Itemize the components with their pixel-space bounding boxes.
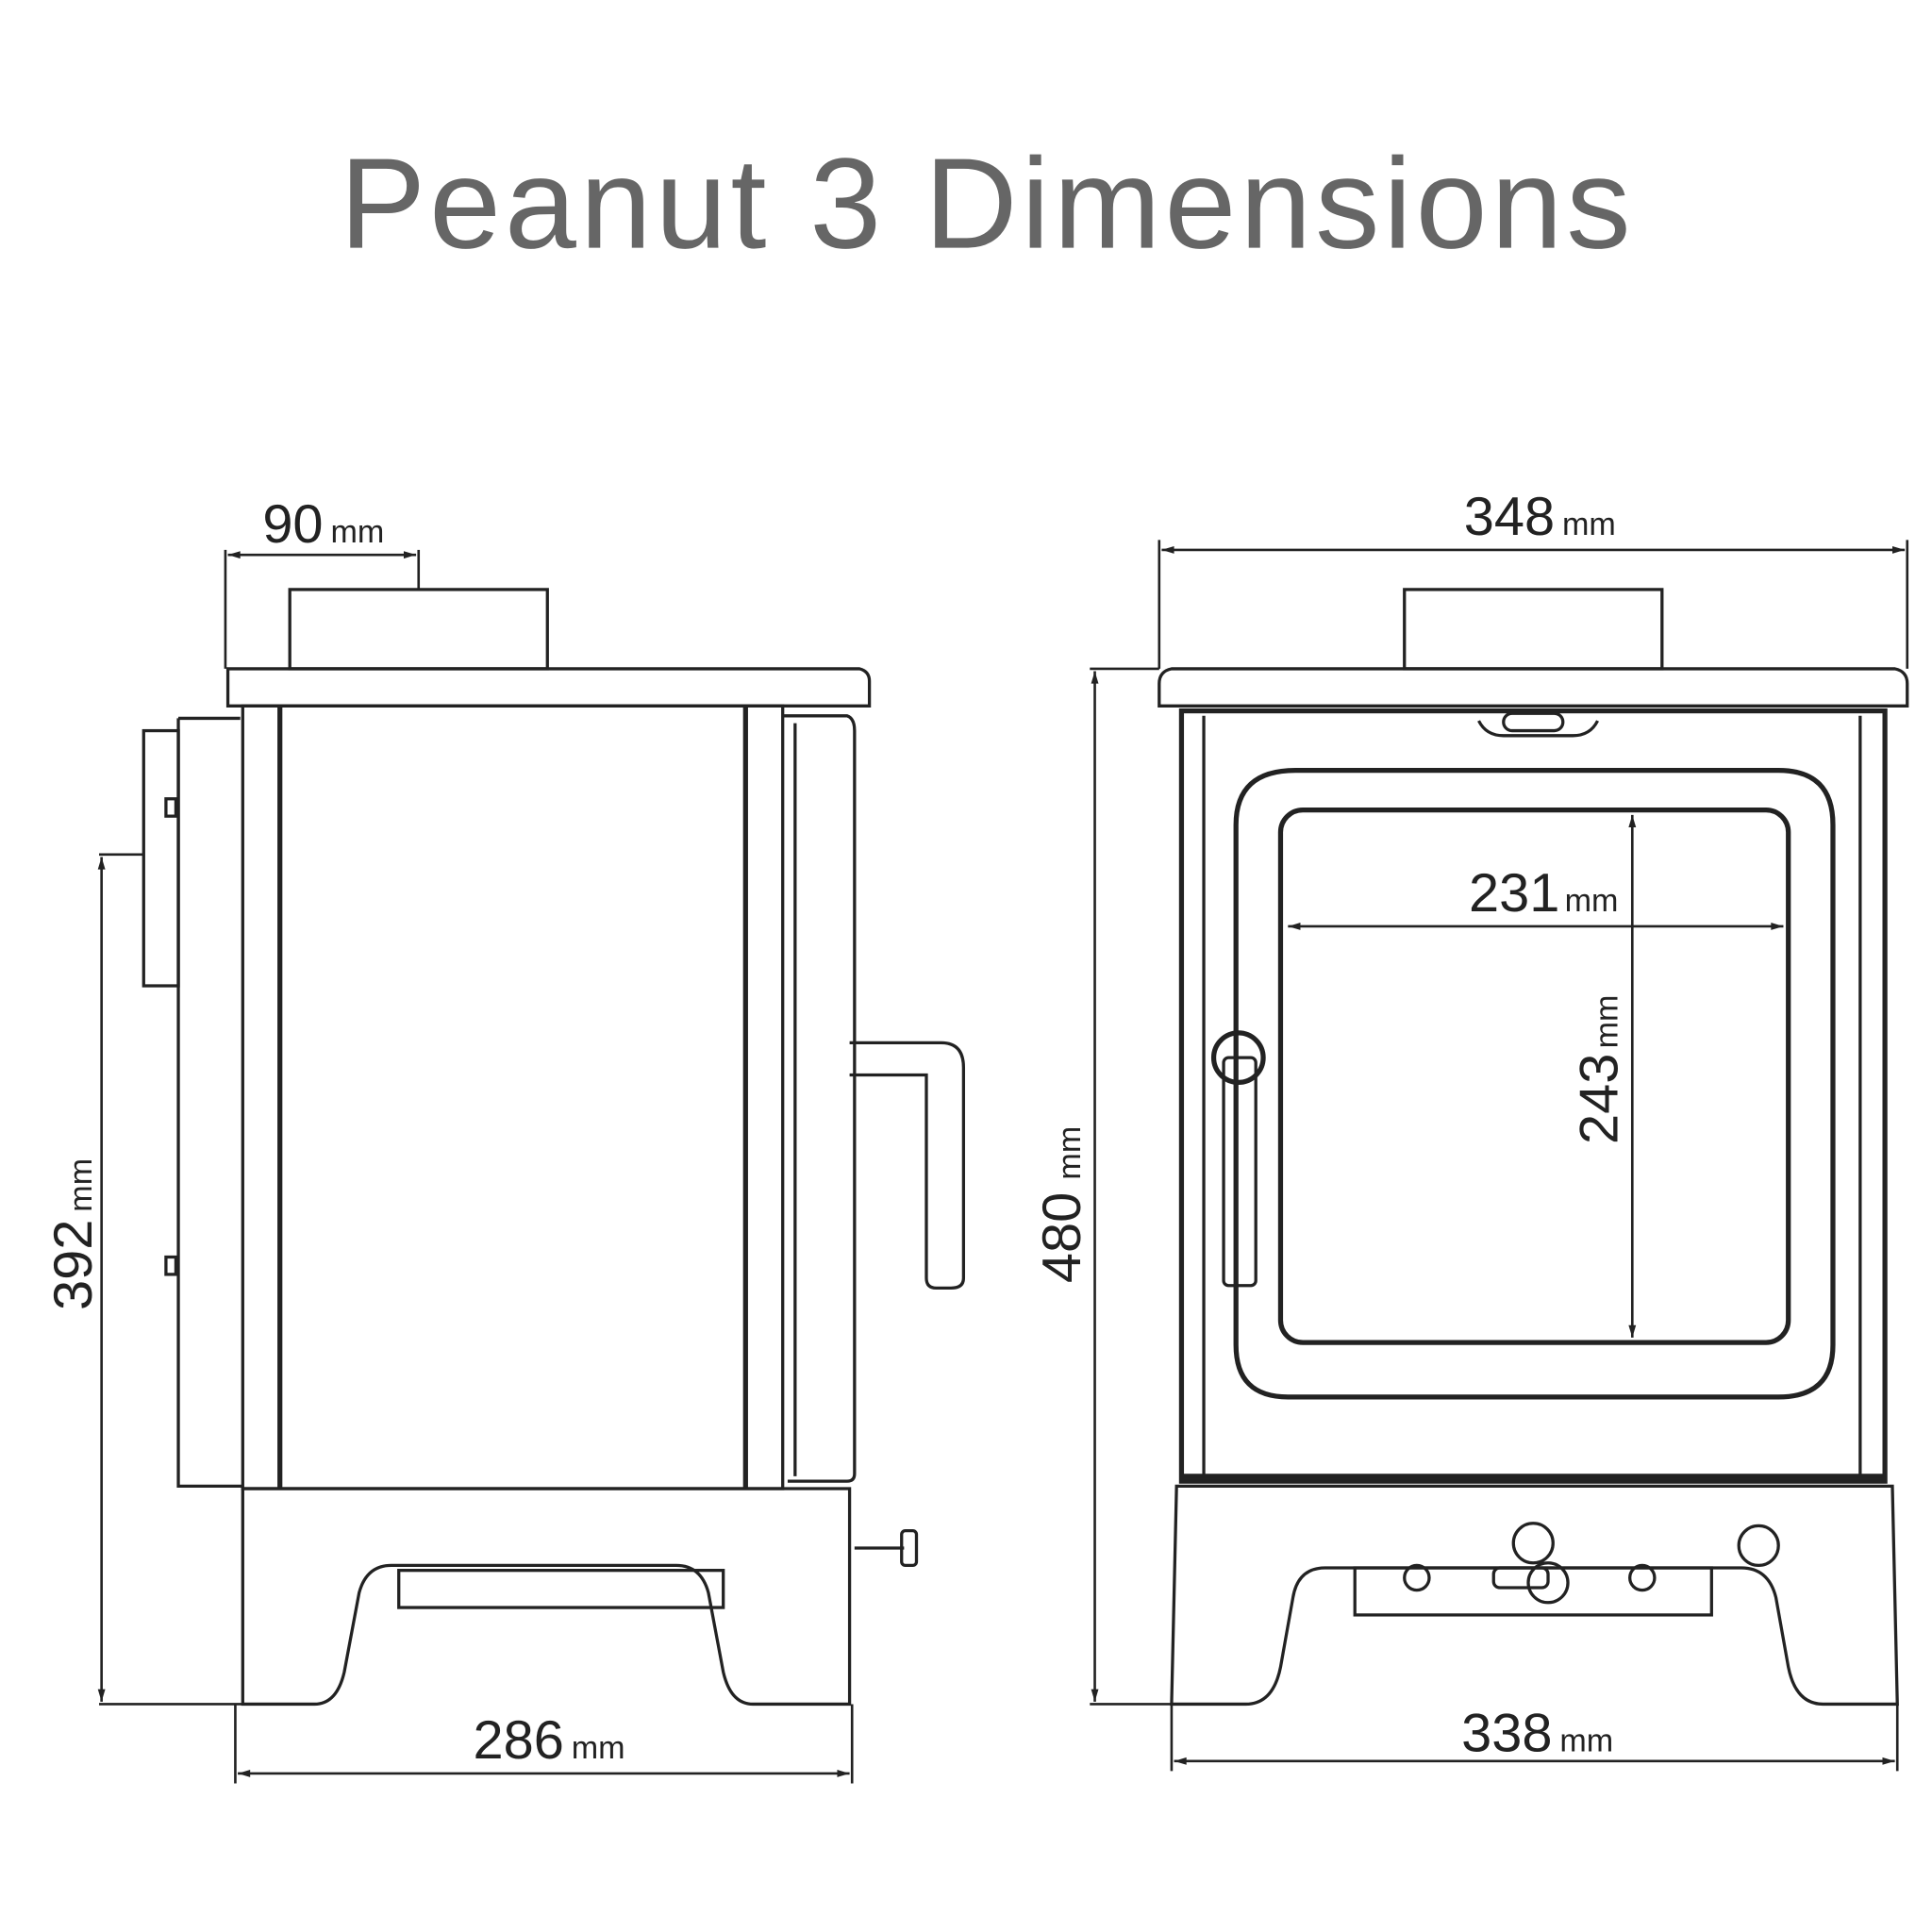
ashpan-side bbox=[397, 1569, 725, 1609]
stove-base bbox=[241, 1487, 852, 1707]
door-side bbox=[782, 714, 857, 1483]
door-glass bbox=[1277, 807, 1791, 1345]
ashpan-bolt bbox=[1628, 1563, 1657, 1592]
door-handle-pivot-icon bbox=[1210, 1030, 1266, 1086]
top-plate bbox=[1158, 667, 1909, 708]
air-control-knob-icon bbox=[1511, 1522, 1555, 1565]
flue-collar bbox=[288, 588, 549, 671]
rear-flue-box bbox=[142, 728, 180, 988]
air-control-knob-icon bbox=[900, 1529, 919, 1568]
rear-bolt bbox=[164, 797, 178, 818]
door-handle-icon bbox=[849, 1041, 966, 1290]
rear-heat-shield bbox=[176, 716, 243, 1489]
door-handle-icon bbox=[1222, 1056, 1257, 1288]
latch-slot bbox=[1502, 711, 1565, 733]
flue-height-label: 392mm bbox=[43, 1158, 104, 1310]
stove-base bbox=[1170, 1484, 1899, 1707]
glass-height-label: 243mm bbox=[1570, 995, 1630, 1144]
ashpan-front bbox=[1353, 1566, 1713, 1617]
air-control-lever bbox=[1526, 1561, 1570, 1605]
ashpan-bolt bbox=[1403, 1563, 1431, 1592]
top-plate bbox=[225, 667, 872, 708]
stove-body bbox=[241, 704, 785, 1491]
door-frame bbox=[1233, 767, 1836, 1400]
page-title: Peanut 3 Dimensions bbox=[340, 131, 1634, 275]
flue-collar bbox=[1403, 588, 1664, 671]
height-label: 480mm bbox=[1032, 1126, 1092, 1283]
secondary-air-knob-icon bbox=[1737, 1524, 1780, 1568]
air-control-slider bbox=[1491, 1566, 1550, 1590]
stove-body bbox=[1178, 708, 1888, 1484]
top-latch bbox=[1477, 720, 1600, 738]
rear-bolt bbox=[164, 1255, 178, 1276]
